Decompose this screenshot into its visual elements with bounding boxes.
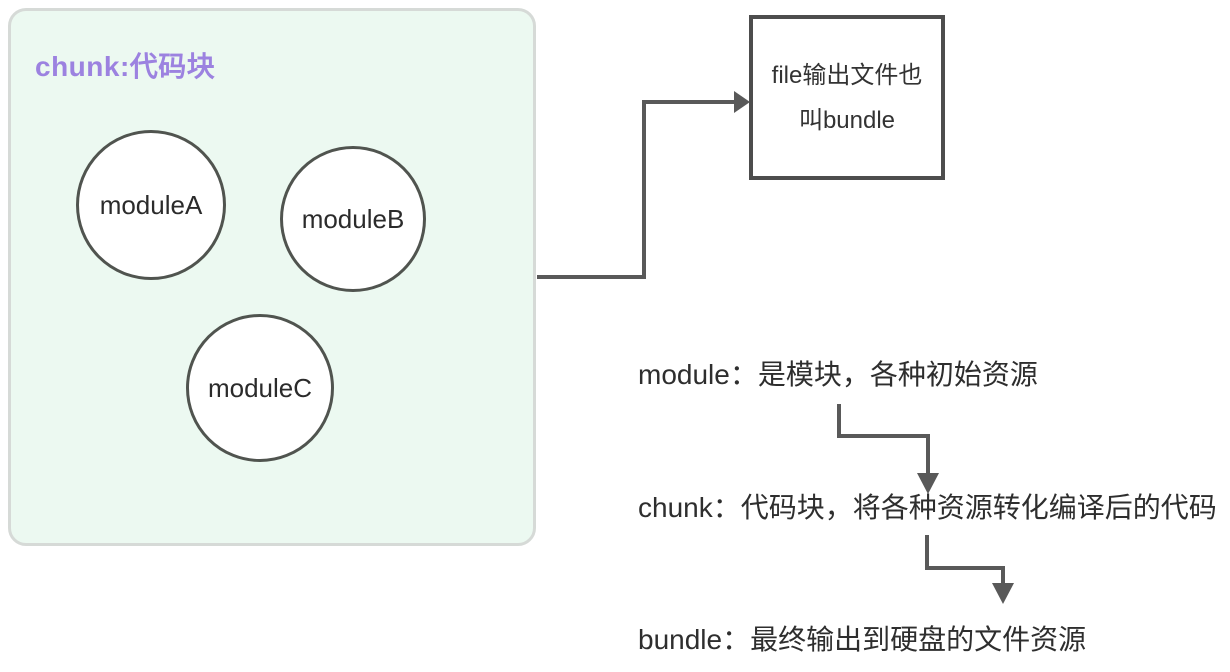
module-b-node: moduleB <box>280 146 426 292</box>
arrow-chunk-to-bundle-line <box>925 535 1005 583</box>
arrow-module-to-chunk-line <box>837 404 930 473</box>
module-c-node: moduleC <box>186 314 334 462</box>
module-b-label: moduleB <box>301 203 405 234</box>
file-box-line2: 叫bundle <box>798 106 896 134</box>
module-a-label: moduleA <box>99 189 203 220</box>
file-box-line1: file输出文件也 <box>771 61 923 89</box>
note-bundle: bundle：最终输出到硬盘的文件资源 <box>638 624 1087 655</box>
arrow-chunk-to-bundle-head <box>992 583 1014 604</box>
arrow-chunk-to-file-line <box>537 100 734 279</box>
note-module: module：是模块，各种初始资源 <box>638 359 1038 390</box>
module-a-node: moduleA <box>76 130 226 280</box>
file-box: file输出文件也 叫bundle <box>749 15 945 180</box>
arrow-chunk-to-file-head <box>734 91 750 113</box>
chunk-box: chunk:代码块 moduleA moduleB moduleC <box>8 8 536 546</box>
chunk-box-title: chunk:代码块 <box>35 51 216 82</box>
module-c-label: moduleC <box>207 372 313 403</box>
note-chunk: chunk：代码块，将各种资源转化编译后的代码 <box>638 492 1217 523</box>
